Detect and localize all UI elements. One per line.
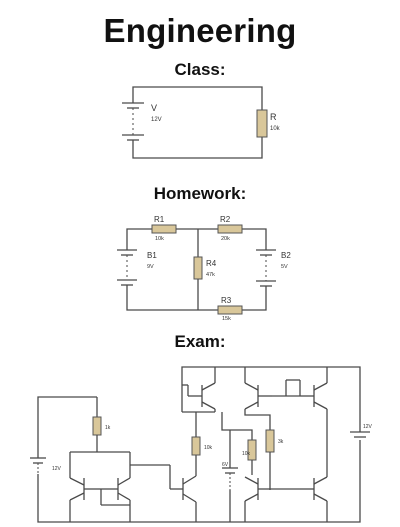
homework-r3-value: 15k xyxy=(222,316,231,322)
exam-battery-right-value: 12V xyxy=(363,424,373,430)
homework-r1-value: 10k xyxy=(155,236,164,242)
section-label-class: Class: xyxy=(174,60,226,79)
page-title: Engineering xyxy=(103,12,297,49)
exam-transistor-8 xyxy=(300,476,328,522)
homework-b1-name: B1 xyxy=(147,251,157,260)
homework-r3-name: R3 xyxy=(221,296,232,305)
homework-r4 xyxy=(193,256,203,280)
exam-battery-left-value: 12V xyxy=(52,466,62,472)
section-label-homework: Homework: xyxy=(153,184,247,203)
exam-transistor-5 xyxy=(244,367,272,410)
homework-r3 xyxy=(217,305,243,315)
exam-transistor-1 xyxy=(69,477,98,522)
homework-b1-value: 9V xyxy=(147,264,154,270)
exam-resistor-d xyxy=(265,429,275,453)
exam-resistor-b-value: 10k xyxy=(204,445,213,451)
exam-battery-mid-value: 6V xyxy=(222,462,229,468)
exam-resistor-a-value: 1k xyxy=(105,425,111,431)
homework-b2-name: B2 xyxy=(281,251,291,260)
exam-resistor-b xyxy=(191,436,201,456)
class-battery xyxy=(122,102,144,141)
class-resistor-name: R xyxy=(270,112,277,122)
homework-battery-b2 xyxy=(256,249,276,287)
exam-resistor-c xyxy=(247,439,257,461)
class-resistor-value: 10k xyxy=(270,126,281,132)
class-battery-value: 12V xyxy=(151,117,162,123)
exam-transistor-4 xyxy=(188,367,216,412)
exam-transistor-2 xyxy=(104,477,131,522)
class-resistor xyxy=(256,109,268,138)
exam-transistor-3 xyxy=(170,475,197,522)
exam-transistor-7 xyxy=(244,476,270,522)
exam-battery-left xyxy=(30,457,46,474)
homework-r2-name: R2 xyxy=(220,215,231,224)
exam-resistor-a xyxy=(92,416,102,436)
homework-r2-value: 20k xyxy=(221,236,230,242)
homework-r1-name: R1 xyxy=(154,215,165,224)
homework-circuit: R1 10k R2 20k R4 47k R3 15k B1 9V xyxy=(117,215,291,322)
exam-resistor-d-value: 3k xyxy=(278,439,284,445)
homework-r1 xyxy=(151,224,177,234)
exam-battery-mid xyxy=(222,467,238,490)
class-circuit: V 12V R 10k xyxy=(122,86,281,159)
homework-r4-value: 47k xyxy=(206,272,215,278)
homework-battery-b1 xyxy=(117,249,137,286)
section-label-exam: Exam: xyxy=(174,332,226,351)
homework-r2 xyxy=(217,224,243,234)
homework-b2-value: 5V xyxy=(281,264,288,270)
exam-circuit: 1k 12V xyxy=(30,366,373,523)
homework-r4-name: R4 xyxy=(206,259,217,268)
exam-transistor-6 xyxy=(300,367,328,470)
class-battery-name: V xyxy=(151,103,157,113)
exam-resistor-c-value: 10k xyxy=(242,451,251,457)
exam-battery-right xyxy=(350,431,370,438)
